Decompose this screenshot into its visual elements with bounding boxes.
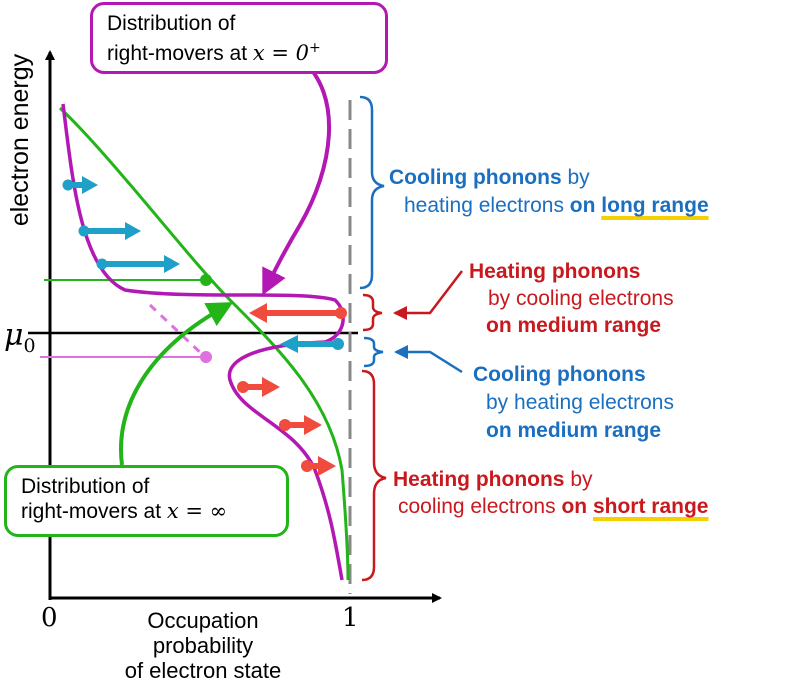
- cyan-arrow: [96, 255, 180, 273]
- short-range-on: on: [561, 495, 593, 518]
- green-callout-arrow: [119, 302, 234, 466]
- medium-heating-range: on medium range: [486, 314, 662, 337]
- red-arrow: [279, 415, 322, 435]
- medium-cooling-text: by heating electrons: [486, 391, 674, 414]
- long-range-bold: Cooling phonons: [389, 166, 562, 189]
- medium-heating-title: Heating phonons: [469, 260, 641, 283]
- cyan-arrow: [62, 176, 98, 194]
- short-range-text2: cooling electrons: [398, 495, 562, 518]
- medium-cooling-title: Cooling phonons: [473, 363, 646, 386]
- short-range-bold: Heating phonons: [393, 468, 565, 491]
- long-range-underlined: long range: [601, 194, 709, 217]
- green-reference-dot: [200, 274, 212, 286]
- medium-heating-text: by cooling electrons: [488, 287, 674, 310]
- top-callout-math: x = 0: [252, 41, 310, 65]
- short-range-text: by: [564, 468, 593, 491]
- cyan-arrow: [78, 222, 141, 240]
- x-axis-label-line: of electron state: [124, 658, 282, 683]
- red-arrow: [237, 377, 280, 397]
- red-arrow: [301, 456, 336, 476]
- top-callout-line2: right-movers at x = 0+: [107, 36, 371, 66]
- medium-cooling-pointer-arrow: [394, 345, 463, 374]
- medium-heating-pointer-arrow: [393, 270, 463, 320]
- long-range-annotation: Cooling phonons by: [389, 166, 590, 190]
- long-range-text: by: [561, 166, 590, 189]
- cyan-arrow-leftward: [280, 335, 344, 353]
- red-arrow-leftward: [249, 303, 347, 323]
- long-range-on: on: [569, 194, 602, 217]
- top-callout-box: Distribution of right-movers at x = 0+: [90, 2, 388, 74]
- short-range-underlined: short range: [592, 495, 709, 518]
- bottom-callout-text: right-movers at: [21, 500, 167, 523]
- magenta-callout-arrow: [262, 56, 332, 296]
- mu-label: μ0: [4, 318, 36, 357]
- short-range-brace: [361, 369, 387, 582]
- mu-symbol: μ: [4, 318, 24, 353]
- short-range-annotation-line2: cooling electrons on short range: [398, 495, 708, 519]
- bottom-callout-math: x = ∞: [166, 499, 228, 523]
- bottom-callout-line2: right-movers at x = ∞: [21, 499, 272, 524]
- top-callout-line1: Distribution of: [107, 12, 236, 35]
- x-axis-label-line: Occupation: [147, 608, 259, 633]
- long-range-annotation-line2: heating electrons on long range: [404, 194, 709, 218]
- medium-cooling-range: on medium range: [486, 419, 662, 442]
- green-distribution-curve: [58, 106, 350, 581]
- medium-heating-brace: [362, 293, 383, 332]
- y-axis-label: electron energy: [6, 53, 34, 227]
- medium-cooling-brace: [363, 336, 384, 368]
- long-range-text2: heating electrons: [404, 194, 570, 217]
- magenta-reference-dot: [200, 351, 212, 363]
- top-callout-sup: +: [309, 40, 321, 56]
- bottom-callout-box: Distribution of right-movers at x = ∞: [4, 465, 289, 537]
- magenta-dotted-extension: [148, 303, 207, 359]
- mu-subscript: 0: [23, 335, 36, 357]
- x-axis-label-line: probability: [152, 633, 254, 658]
- x-tick-0: 0: [41, 603, 58, 633]
- top-callout-text: right-movers at: [107, 42, 253, 65]
- short-range-annotation: Heating phonons by: [393, 468, 593, 492]
- x-axis-label: Occupation probability of electron state: [98, 608, 308, 683]
- long-range-brace: [359, 95, 385, 290]
- x-tick-1: 1: [342, 603, 359, 633]
- bottom-callout-line1: Distribution of: [21, 475, 150, 498]
